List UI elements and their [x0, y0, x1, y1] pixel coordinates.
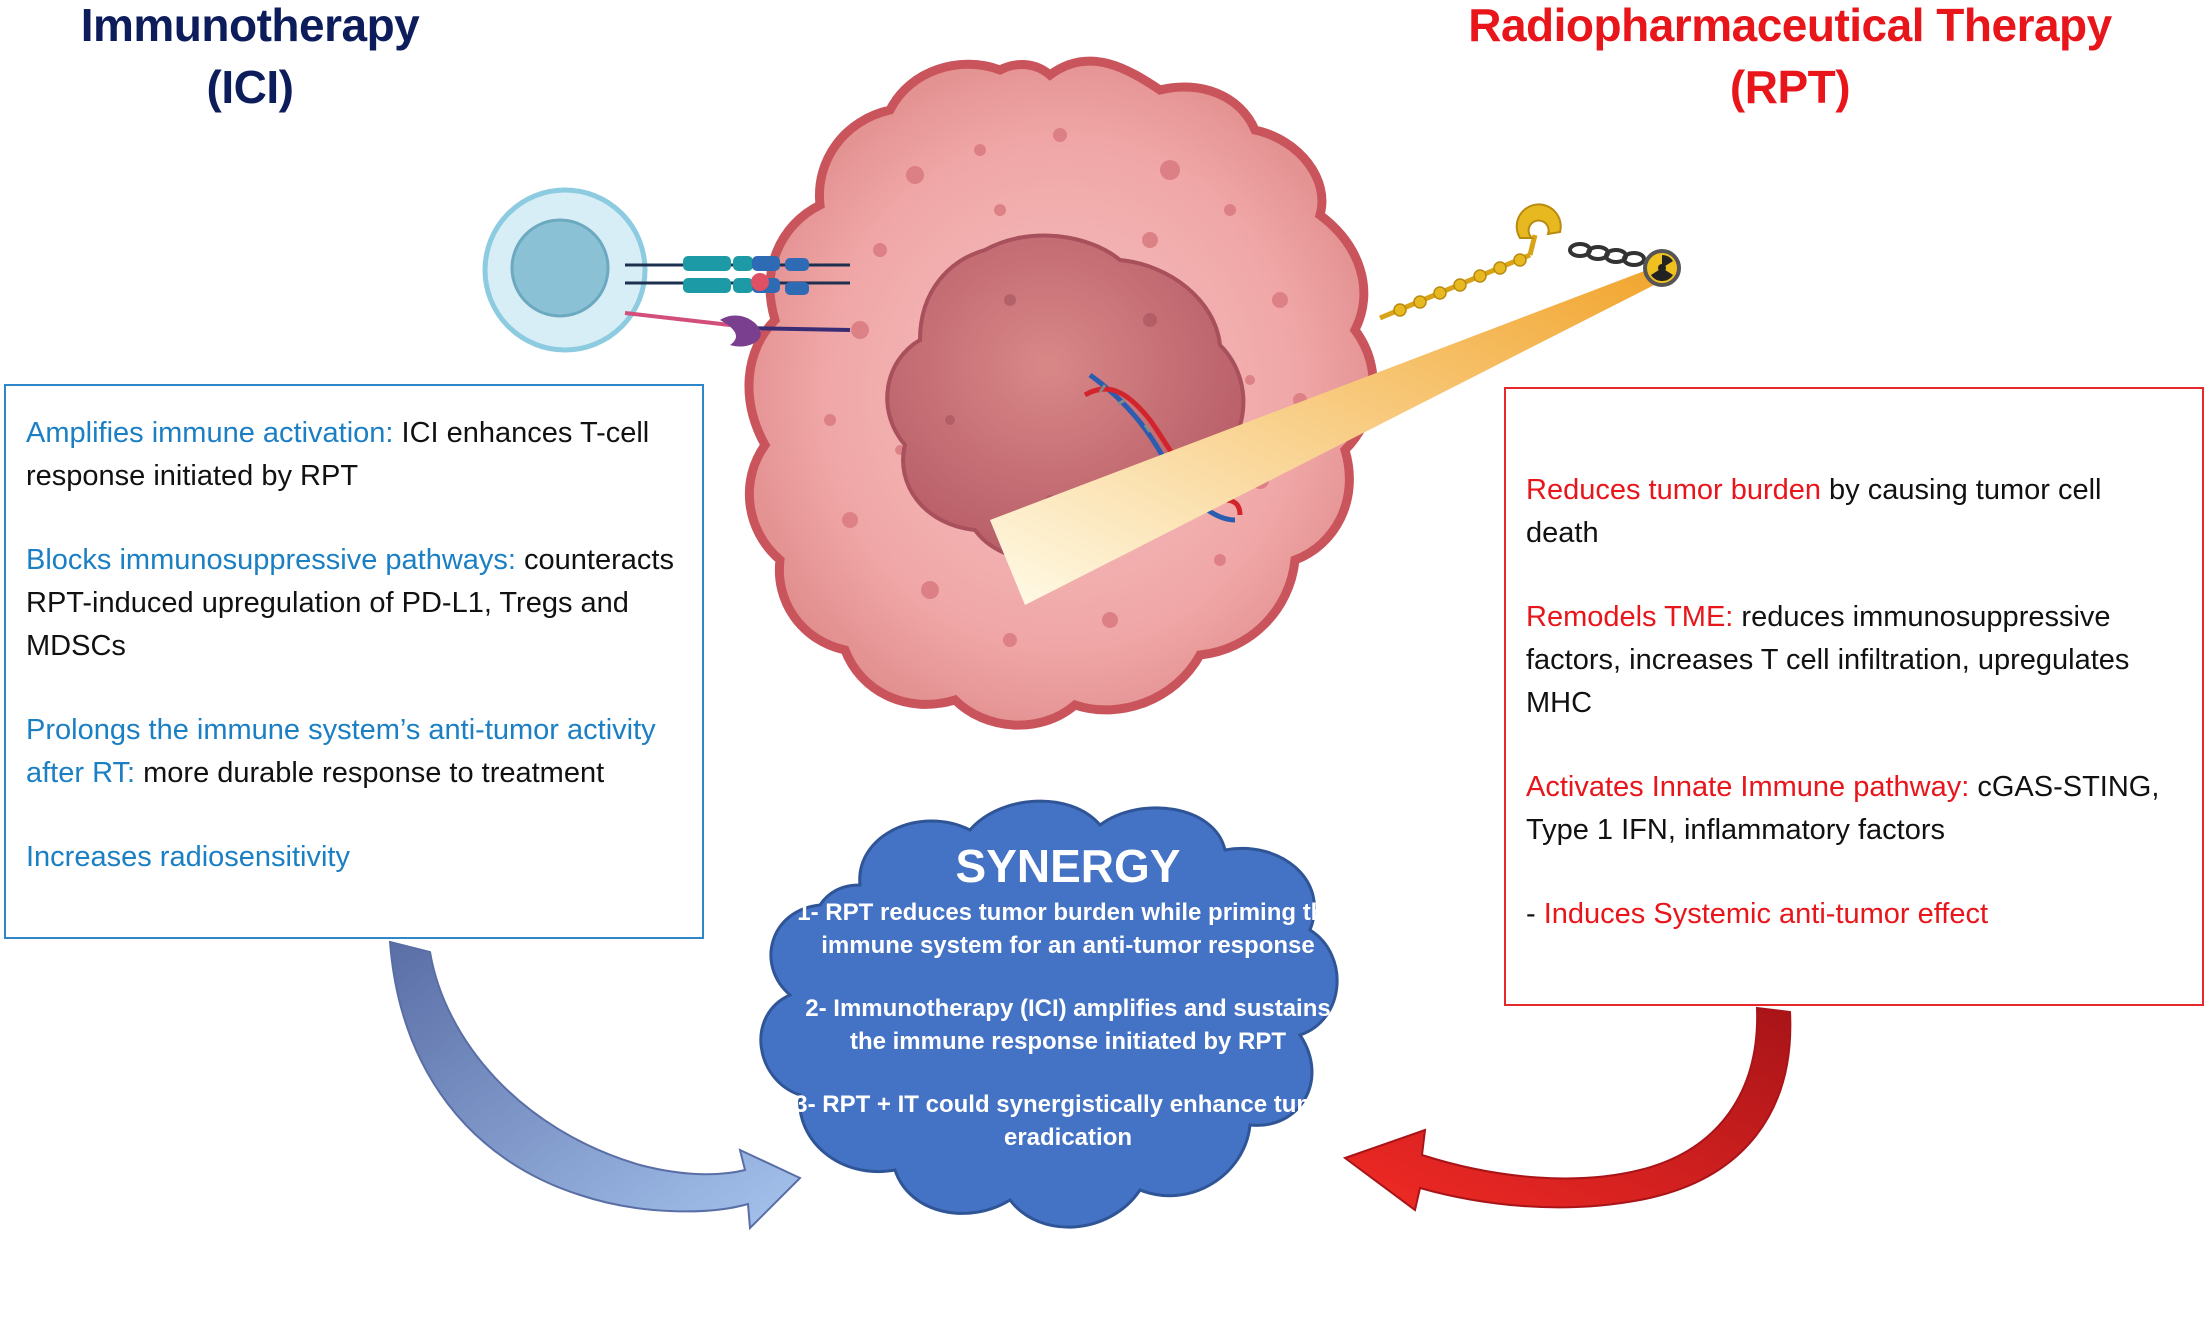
ici-effect-item: Blocks immunosuppressive pathways: count…	[26, 539, 682, 668]
ici-heading: Immunotherapy (ICI)	[40, 0, 460, 118]
ici-effect-key: Amplifies immune activation:	[26, 417, 394, 449]
rpt-effect-key: Activates Innate Immune pathway:	[1526, 771, 1970, 803]
ici-effect-key: Blocks immunosuppressive pathways:	[26, 544, 516, 576]
ici-effect-key: Prolongs the immune system’s anti-tumor …	[26, 714, 656, 789]
ici-heading-line2: (ICI)	[206, 61, 294, 113]
radiation-symbol-icon	[1643, 249, 1681, 287]
arrow-icon	[1342, 1006, 1792, 1212]
ici-effect-text: more durable response to treatment	[135, 757, 605, 789]
synergy-point: 1- RPT reduces tumor burden while primin…	[797, 899, 1339, 959]
tumor-cell-icon	[744, 56, 1378, 730]
rpt-effect-item: Remodels TME: reduces immunosuppressive …	[1526, 596, 2182, 725]
rpt-effect-key: Induces Systemic anti-tumor effect	[1543, 898, 1989, 930]
ici-heading-line1: Immunotherapy	[80, 0, 420, 51]
radioligand-icon	[1379, 203, 1646, 321]
ici-effect-item: Prolongs the immune system’s anti-tumor …	[26, 709, 682, 795]
rpt-effect-item: - Induces Systemic anti-tumor effect	[1526, 893, 2182, 936]
rpt-effects-box: Reduces tumor burden by causing tumor ce…	[1504, 387, 2204, 1006]
rpt-effect-item: Reduces tumor burden by causing tumor ce…	[1526, 469, 2182, 555]
rpt-effect-text: cGAS-STING, Type 1 IFN, inflammatory fac…	[1526, 771, 2160, 846]
rpt-effect-key: Reduces tumor burden	[1526, 474, 1821, 506]
ici-effect-text: counteracts RPT-induced upregulation of …	[26, 544, 674, 662]
rpt-effect-text: reduces immunosuppressive factors, incre…	[1526, 601, 2130, 719]
rpt-effect-text: by causing tumor cell death	[1526, 474, 2102, 549]
rpt-heading-line2: (RPT)	[1729, 61, 1851, 113]
synergy-point: 2- Immunotherapy (ICI) amplifies and sus…	[805, 995, 1331, 1055]
synergy-text: SYNERGY 1- RPT reduces tumor burden whil…	[788, 838, 1348, 1184]
synergy-point: 3- RPT + IT could synergistically enhanc…	[794, 1091, 1342, 1151]
ici-effect-text: ICI enhances T-cell response initiated b…	[26, 417, 650, 492]
rpt-effect-item: Activates Innate Immune pathway: cGAS-ST…	[1526, 766, 2182, 852]
rpt-effect-prefix: -	[1526, 898, 1544, 930]
ici-effects-box: Amplifies immune activation: ICI enhance…	[4, 384, 704, 939]
radiation-beam	[990, 270, 1660, 605]
ici-effect-item: Amplifies immune activation: ICI enhance…	[26, 412, 682, 498]
ici-effect-item: Increases radiosensitivity	[26, 836, 682, 879]
rpt-heading-line1: Radiopharmaceutical Therapy	[1468, 0, 2112, 51]
synergy-title: SYNERGY	[955, 840, 1181, 892]
rpt-effect-key: Remodels TME:	[1526, 601, 1734, 633]
arrow-icon	[388, 940, 802, 1231]
synergy-cloud	[759, 799, 1339, 1229]
t-cell-icon	[482, 187, 851, 353]
rpt-heading: Radiopharmaceutical Therapy (RPT)	[1400, 0, 2180, 118]
ici-effect-key: Increases radiosensitivity	[26, 841, 350, 873]
